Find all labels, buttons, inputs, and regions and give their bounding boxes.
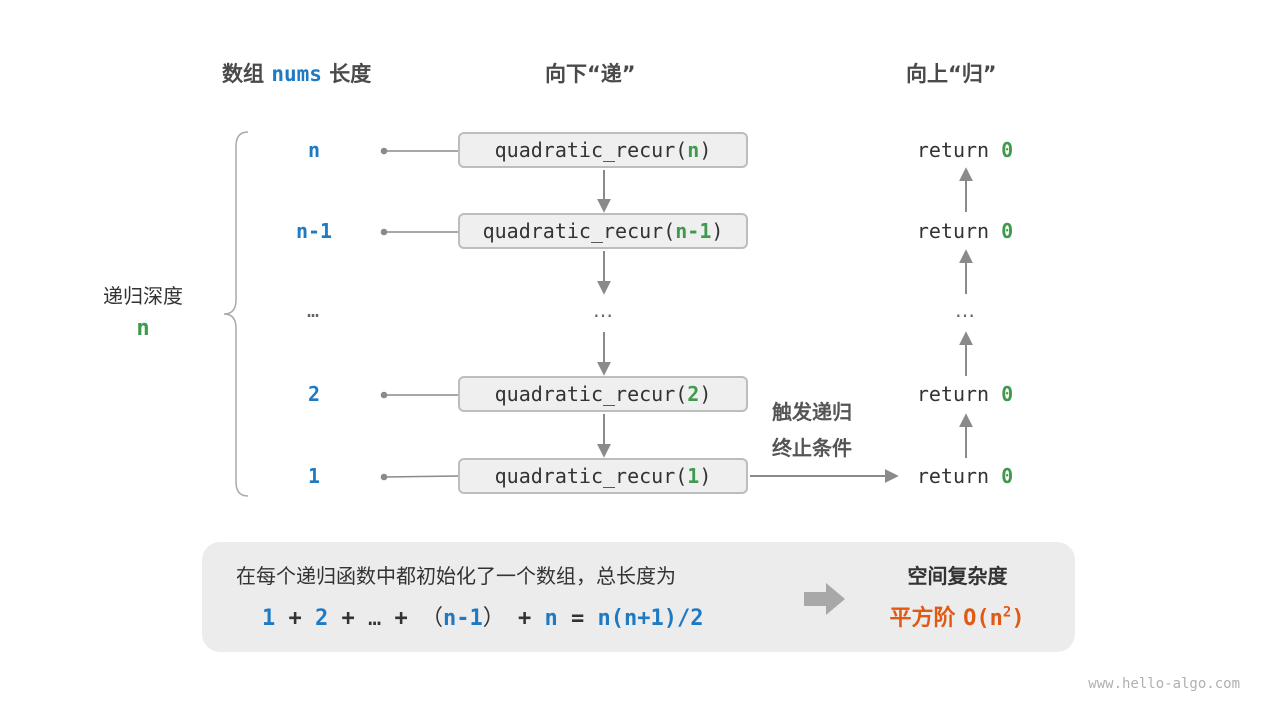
- return-value: 0: [1001, 382, 1014, 406]
- call-box: quadratic_recur(n): [458, 132, 748, 168]
- return-label: return 0: [900, 382, 1030, 406]
- complexity-name: 平方阶: [889, 606, 956, 631]
- call-prefix: quadratic_recur(: [494, 138, 688, 162]
- level-label: 1: [307, 464, 321, 488]
- return-value: 0: [1001, 219, 1014, 243]
- return-keyword: return: [916, 138, 990, 162]
- space-complexity-value: 平方阶 O(n2): [862, 600, 1052, 632]
- formula-op: +: [394, 606, 408, 631]
- trigger-label-line1: 触发递归: [772, 400, 852, 424]
- formula-term: 1: [262, 606, 276, 631]
- call-suffix: ): [711, 219, 724, 243]
- return-label: return 0: [900, 464, 1030, 488]
- formula-op: +: [341, 606, 355, 631]
- header-array-prefix: 数组: [222, 62, 264, 86]
- call-prefix: quadratic_recur(: [494, 464, 688, 488]
- formula-paren-open: （: [421, 606, 444, 631]
- level-label-ellipsis: …: [306, 298, 322, 322]
- header-return-up: 向上“归”: [906, 62, 997, 86]
- call-suffix: ): [699, 382, 712, 406]
- watermark: www.hello-algo.com: [1088, 676, 1240, 692]
- summary-formula: 1 + 2 + … + （n-1） + n = n(n+1)/2: [262, 600, 704, 632]
- formula-op: +: [518, 606, 532, 631]
- return-keyword: return: [916, 382, 990, 406]
- complexity-exponent: 2: [1002, 604, 1012, 621]
- level-label: 2: [307, 382, 321, 406]
- summary-panel: [202, 542, 1075, 652]
- return-label: return 0: [900, 219, 1030, 243]
- connector-line: [383, 475, 459, 478]
- formula-term: 2: [315, 606, 329, 631]
- call-suffix: ): [699, 464, 712, 488]
- return-value: 0: [1001, 138, 1014, 162]
- call-arg: n: [687, 138, 700, 162]
- return-keyword: return: [916, 464, 990, 488]
- return-label: return 0: [900, 138, 1030, 162]
- formula-ellipsis: …: [368, 606, 382, 631]
- level-connectors: [380, 147, 459, 481]
- header-array-length: 数组 nums 长度: [222, 58, 371, 88]
- recursion-depth-label: 递归深度: [103, 284, 183, 308]
- complexity-notation: O(n2): [963, 604, 1025, 631]
- call-prefix: quadratic_recur(: [494, 382, 688, 406]
- formula-paren-close: ）: [482, 606, 505, 631]
- formula-equals: =: [571, 606, 585, 631]
- recursion-depth-var: n: [136, 316, 150, 341]
- header-array-var: nums: [271, 62, 322, 86]
- formula-term: n: [544, 606, 558, 631]
- call-box: quadratic_recur(2): [458, 376, 748, 412]
- return-value: 0: [1001, 464, 1014, 488]
- call-suffix: ): [699, 138, 712, 162]
- call-arg: 2: [687, 382, 700, 406]
- header-array-suffix: 长度: [329, 62, 372, 86]
- space-complexity-title: 空间复杂度: [907, 564, 1008, 588]
- call-arg: n-1: [675, 219, 712, 243]
- header-recurse-down: 向下“递”: [545, 62, 636, 86]
- formula-result: n(n+1)/2: [597, 606, 704, 631]
- call-ellipsis: …: [593, 298, 615, 322]
- formula-op: +: [288, 606, 302, 631]
- call-arg: 1: [687, 464, 700, 488]
- trigger-label-line2: 终止条件: [772, 436, 852, 460]
- return-ellipsis: …: [955, 298, 977, 322]
- call-box: quadratic_recur(n-1): [458, 213, 748, 249]
- call-box: quadratic_recur(1): [458, 458, 748, 494]
- formula-term: n-1: [443, 606, 483, 631]
- level-label: n-1: [295, 219, 333, 243]
- return-keyword: return: [916, 219, 990, 243]
- call-prefix: quadratic_recur(: [482, 219, 676, 243]
- complexity-base: O(n: [963, 606, 1003, 631]
- summary-text: 在每个递归函数中都初始化了一个数组，总长度为: [236, 564, 676, 588]
- complexity-close: ): [1011, 606, 1025, 631]
- right-arrow-icon: [804, 583, 845, 615]
- level-label: n: [307, 138, 321, 162]
- depth-brace: [223, 131, 249, 497]
